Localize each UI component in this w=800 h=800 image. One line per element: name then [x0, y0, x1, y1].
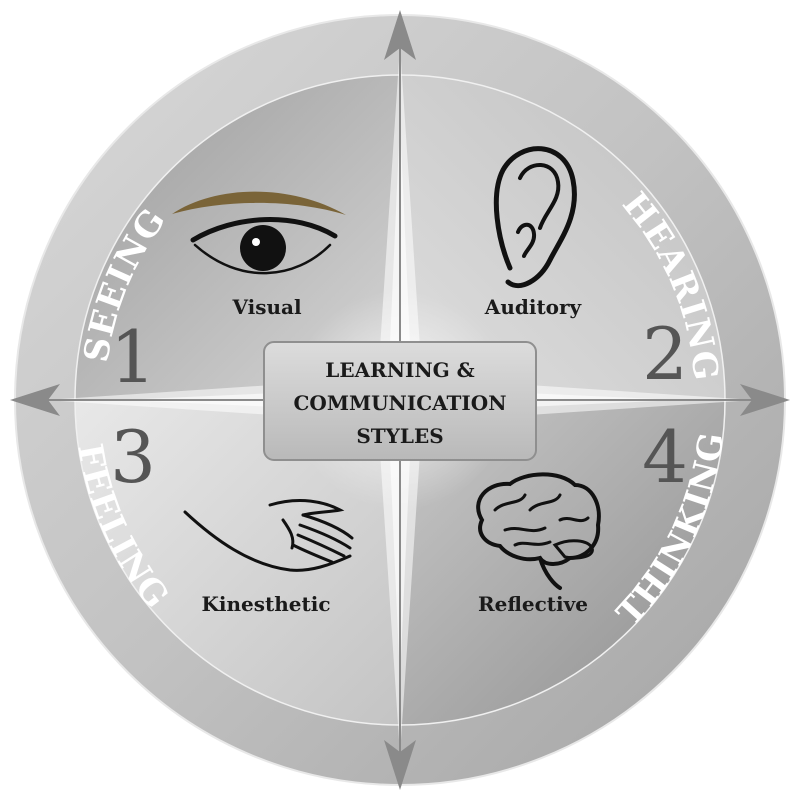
quadrant-label-reflective: Reflective: [478, 592, 588, 616]
quadrant-number-4: 4: [642, 415, 688, 499]
arrow-right-icon: [740, 384, 790, 416]
ear-icon: [493, 146, 577, 289]
arrow-down-icon: [384, 740, 416, 790]
quadrant-number-1: 1: [110, 315, 156, 399]
quadrant-number-3: 3: [110, 415, 156, 499]
center-title-line-3: STYLES: [356, 424, 443, 448]
center-title-line-1: LEARNING &: [325, 358, 474, 382]
quadrant-label-auditory: Auditory: [484, 295, 583, 319]
center-title-box: LEARNING & COMMUNICATION STYLES: [263, 341, 537, 461]
quadrant-number-2: 2: [642, 312, 688, 396]
quadrant-label-visual: Visual: [231, 295, 302, 319]
brain-icon: [476, 472, 601, 590]
center-title-line-2: COMMUNICATION: [294, 391, 507, 415]
arrow-left-icon: [10, 384, 60, 416]
hand-icon: [183, 499, 354, 572]
quadrant-label-kinesthetic: Kinesthetic: [201, 592, 330, 616]
eye-icon: [172, 191, 346, 275]
arrow-up-icon: [384, 10, 416, 60]
